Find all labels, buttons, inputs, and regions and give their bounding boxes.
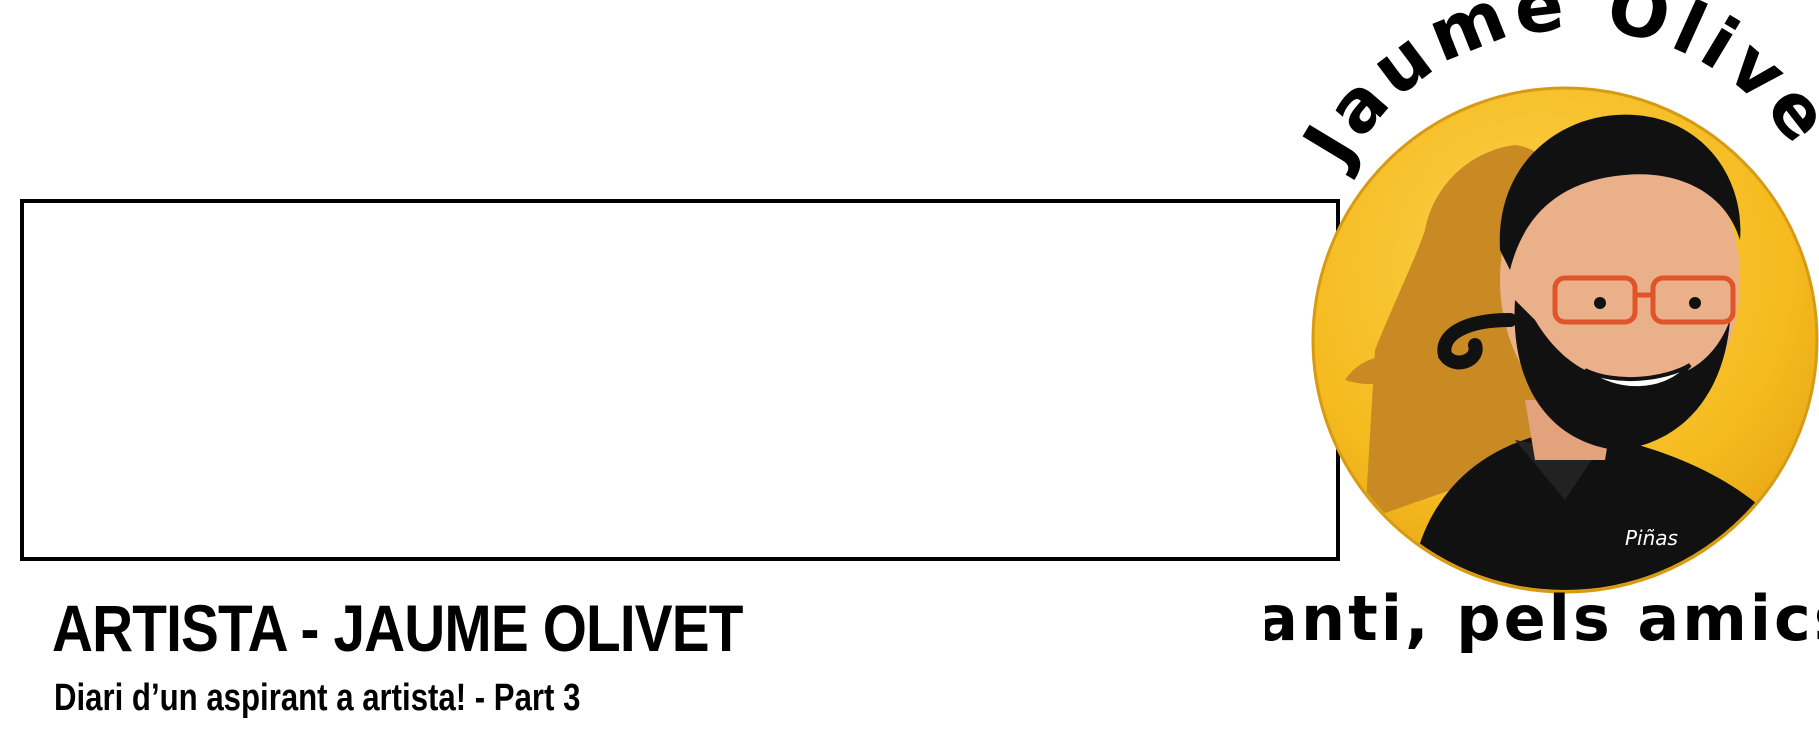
caricature-portrait-icon: Jaume Olivet: [1265, 0, 1819, 655]
page-subtitle: Diari d’un aspirant a artista! - Part 3: [54, 677, 581, 719]
page-title: ARTISTA - JAUME OLIVET: [52, 591, 743, 665]
artist-signature: Piñas: [1625, 526, 1678, 550]
banner-frame: [20, 199, 1340, 561]
logo-badge: Jaume Olivet: [1265, 0, 1819, 733]
